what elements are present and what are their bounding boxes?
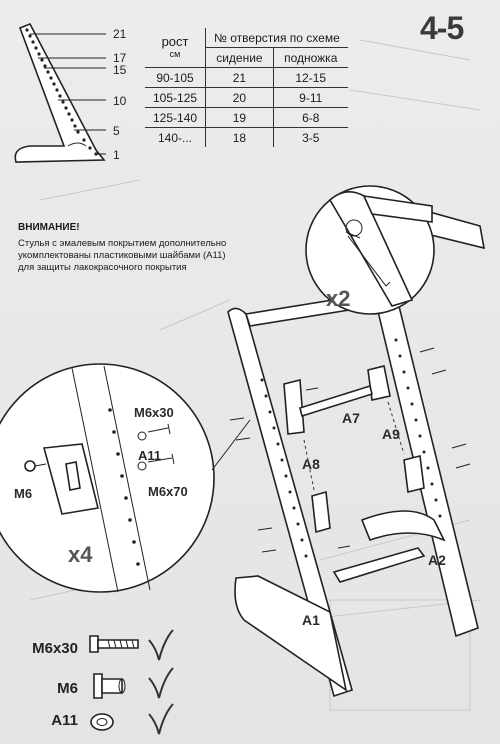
checkmark-icon (148, 703, 174, 735)
scale-label-10: 10 (113, 94, 127, 108)
bracket-a9 (403, 455, 425, 493)
table-row: 105-125 20 9-11 (145, 87, 348, 108)
barrel-nut-icon (93, 673, 126, 699)
scale-label-21: 21 (113, 27, 127, 41)
table-row: 140-... 18 3-5 (145, 127, 348, 147)
side-panel-a1 (227, 307, 353, 698)
scale-label-5: 5 (113, 124, 120, 138)
cell-height: 125-140 (145, 107, 206, 128)
header-height: рост см (145, 28, 206, 68)
checkmark-icon (148, 667, 174, 699)
label-a9: A9 (382, 426, 400, 442)
scale-label-15: 15 (113, 63, 127, 77)
bracket-a7 (283, 378, 305, 435)
part-label-a11: A11 (51, 712, 78, 729)
label-a1: A1 (302, 612, 320, 628)
warning-title: ВНИМАНИЕ! (18, 222, 80, 233)
scale-label-17: 17 (113, 51, 127, 65)
header-seat: сидение (205, 47, 274, 68)
callout-top-multiplier: x2 (326, 286, 351, 311)
hole-position-table: рост см № отверстия по схеме сидение под… (145, 28, 348, 147)
cell-footrest: 6-8 (272, 107, 348, 128)
cell-seat: 18 (205, 127, 274, 147)
part-label-m6x30: M6x30 (32, 640, 78, 657)
label-bolt-m6x30: M6x30 (134, 405, 174, 420)
header-height-label: рост (161, 33, 189, 49)
checkmark-icon (148, 629, 174, 661)
header-hole-number: № отверстия по схеме (205, 28, 348, 48)
label-a8: A8 (302, 456, 320, 472)
header-height-unit: см (169, 48, 181, 59)
label-a2: A2 (428, 552, 446, 568)
scale-label-1: 1 (113, 148, 120, 162)
cell-height: 90-105 (145, 67, 206, 88)
bolt-icon (89, 635, 139, 653)
label-washer-a11: A11 (138, 448, 162, 463)
label-bolt-m6x70: M6x70 (148, 484, 188, 499)
callout-left-multiplier: x4 (68, 542, 93, 567)
cell-seat: 21 (205, 67, 274, 88)
cell-footrest: 3-5 (272, 127, 348, 147)
hole-scale-diagram (14, 22, 106, 163)
cell-footrest: 12-15 (272, 67, 348, 88)
table-row: 125-140 19 6-8 (145, 107, 348, 128)
cell-height: 105-125 (145, 87, 206, 108)
warning-text: Стулья с эмалевым покрытием дополнительн… (18, 238, 227, 273)
bracket-a8 (311, 490, 331, 534)
label-a7: A7 (342, 410, 360, 426)
cell-footrest: 9-11 (272, 87, 348, 108)
cell-seat: 20 (205, 87, 274, 108)
cell-height: 140-... (145, 127, 206, 147)
part-label-m6: M6 (57, 680, 78, 697)
cell-seat: 19 (205, 107, 274, 128)
label-nut-m6: M6 (14, 486, 33, 501)
header-footrest: подножка (272, 47, 348, 68)
washer-icon (90, 713, 114, 731)
table-row: 90-105 21 12-15 (145, 67, 348, 88)
callout-left-circle (0, 363, 215, 593)
page-title: 4-5 (420, 10, 464, 46)
warning-notice: ВНИМАНИЕ! Стулья с эмалевым покрытием до… (18, 222, 243, 274)
